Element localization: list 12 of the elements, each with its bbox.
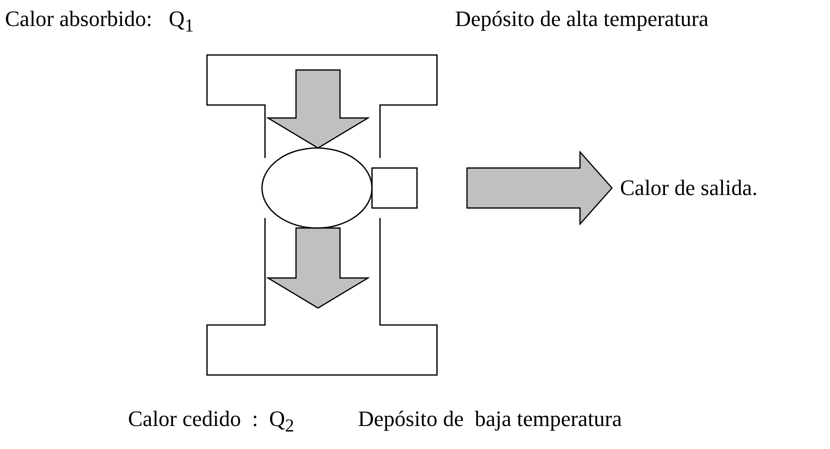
reservoir-label: Depósito de baja temperatura	[358, 406, 622, 432]
reservoir-outline	[206, 54, 438, 158]
heat-label: Calor cedido : Q$_{2}$	[128, 406, 294, 438]
heat-label: Calor absorbido: Q$_{1}$	[5, 6, 194, 38]
block-arrow	[266, 69, 370, 149]
shaft-box	[371, 167, 418, 209]
block-arrow	[466, 150, 613, 226]
engine-ellipse	[261, 147, 373, 229]
reservoir-outline	[206, 218, 438, 376]
output-label: Calor de salida.	[620, 175, 758, 201]
block-arrow	[266, 227, 370, 309]
reservoir-label: Depósito de alta temperatura	[455, 6, 709, 32]
